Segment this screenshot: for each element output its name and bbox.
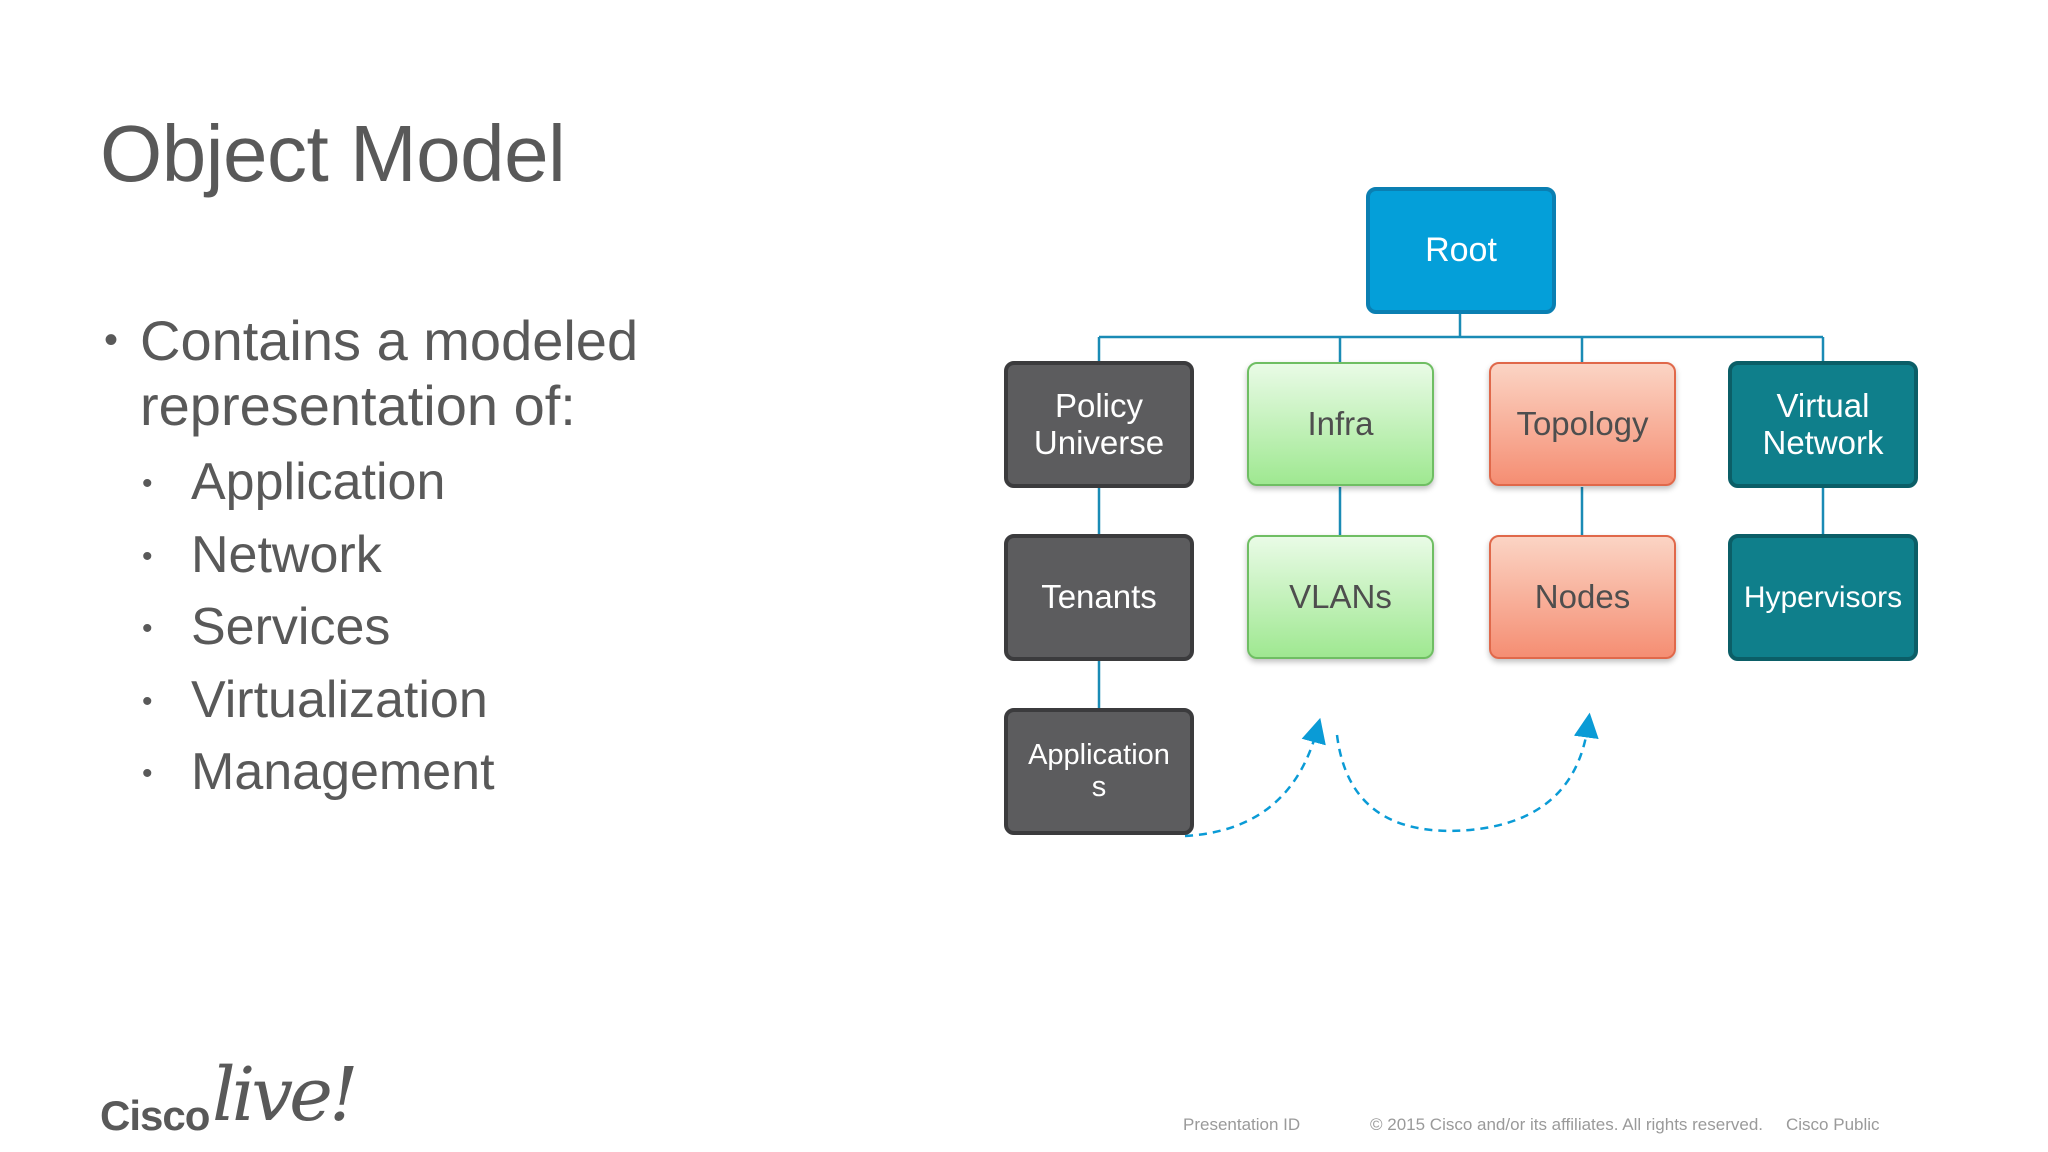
dashed-arrow-applications-to-vlans (1184, 717, 1326, 838)
node-topology-label: Topology (1516, 404, 1649, 442)
node-virtual-network-label: Virtual Network (1762, 387, 1884, 461)
node-hypervisors-label: Hypervisors (1743, 581, 1903, 614)
sub-bullet-virtualization: Virtualization (100, 664, 800, 737)
slide-title: Object Model (100, 109, 566, 198)
sub-bullet-management: Management (100, 736, 800, 810)
cisco-live-logo: Cisco live! (100, 1050, 359, 1140)
sub-bullet-services: Services (100, 591, 800, 665)
node-applications-label: Applications (1028, 738, 1170, 803)
node-nodes: Nodes (1489, 535, 1676, 659)
sub-bullet-application: Application (100, 446, 800, 520)
sub-bullet-list: Application Network Services Virtualizat… (100, 446, 800, 810)
node-root: Root (1366, 187, 1556, 314)
node-tenants-label: Tenants (1041, 578, 1157, 616)
node-vlans: VLANs (1247, 535, 1434, 659)
node-topology: Topology (1489, 362, 1676, 486)
node-infra: Infra (1247, 362, 1434, 486)
node-applications: Applications (1004, 708, 1194, 835)
logo-brand-text: Cisco (100, 1092, 210, 1139)
node-hypervisors: Hypervisors (1728, 534, 1918, 661)
node-infra-label: Infra (1307, 404, 1374, 442)
node-policy-universe-label: Policy Universe (1033, 387, 1165, 461)
node-policy-universe: Policy Universe (1004, 361, 1194, 488)
bullet-main: Contains a modeled representation of: (100, 308, 800, 438)
bullet-list: Contains a modeled representation of: Ap… (100, 308, 800, 810)
node-root-label: Root (1425, 230, 1497, 269)
footer-copyright: © 2015 Cisco and/or its affiliates. All … (1370, 1115, 1764, 1134)
node-vlans-label: VLANs (1289, 577, 1392, 615)
node-tenants: Tenants (1004, 534, 1194, 661)
sub-bullet-network: Network (100, 519, 800, 592)
footer-presentation-id: Presentation ID (1183, 1115, 1301, 1134)
logo-event-text: live! (212, 1052, 359, 1138)
footer-classification: Cisco Public (1786, 1115, 1880, 1134)
dashed-arrow-vlans-to-nodes (1335, 712, 1599, 833)
node-nodes-label: Nodes (1534, 577, 1631, 615)
node-virtual-network: Virtual Network (1728, 361, 1918, 488)
